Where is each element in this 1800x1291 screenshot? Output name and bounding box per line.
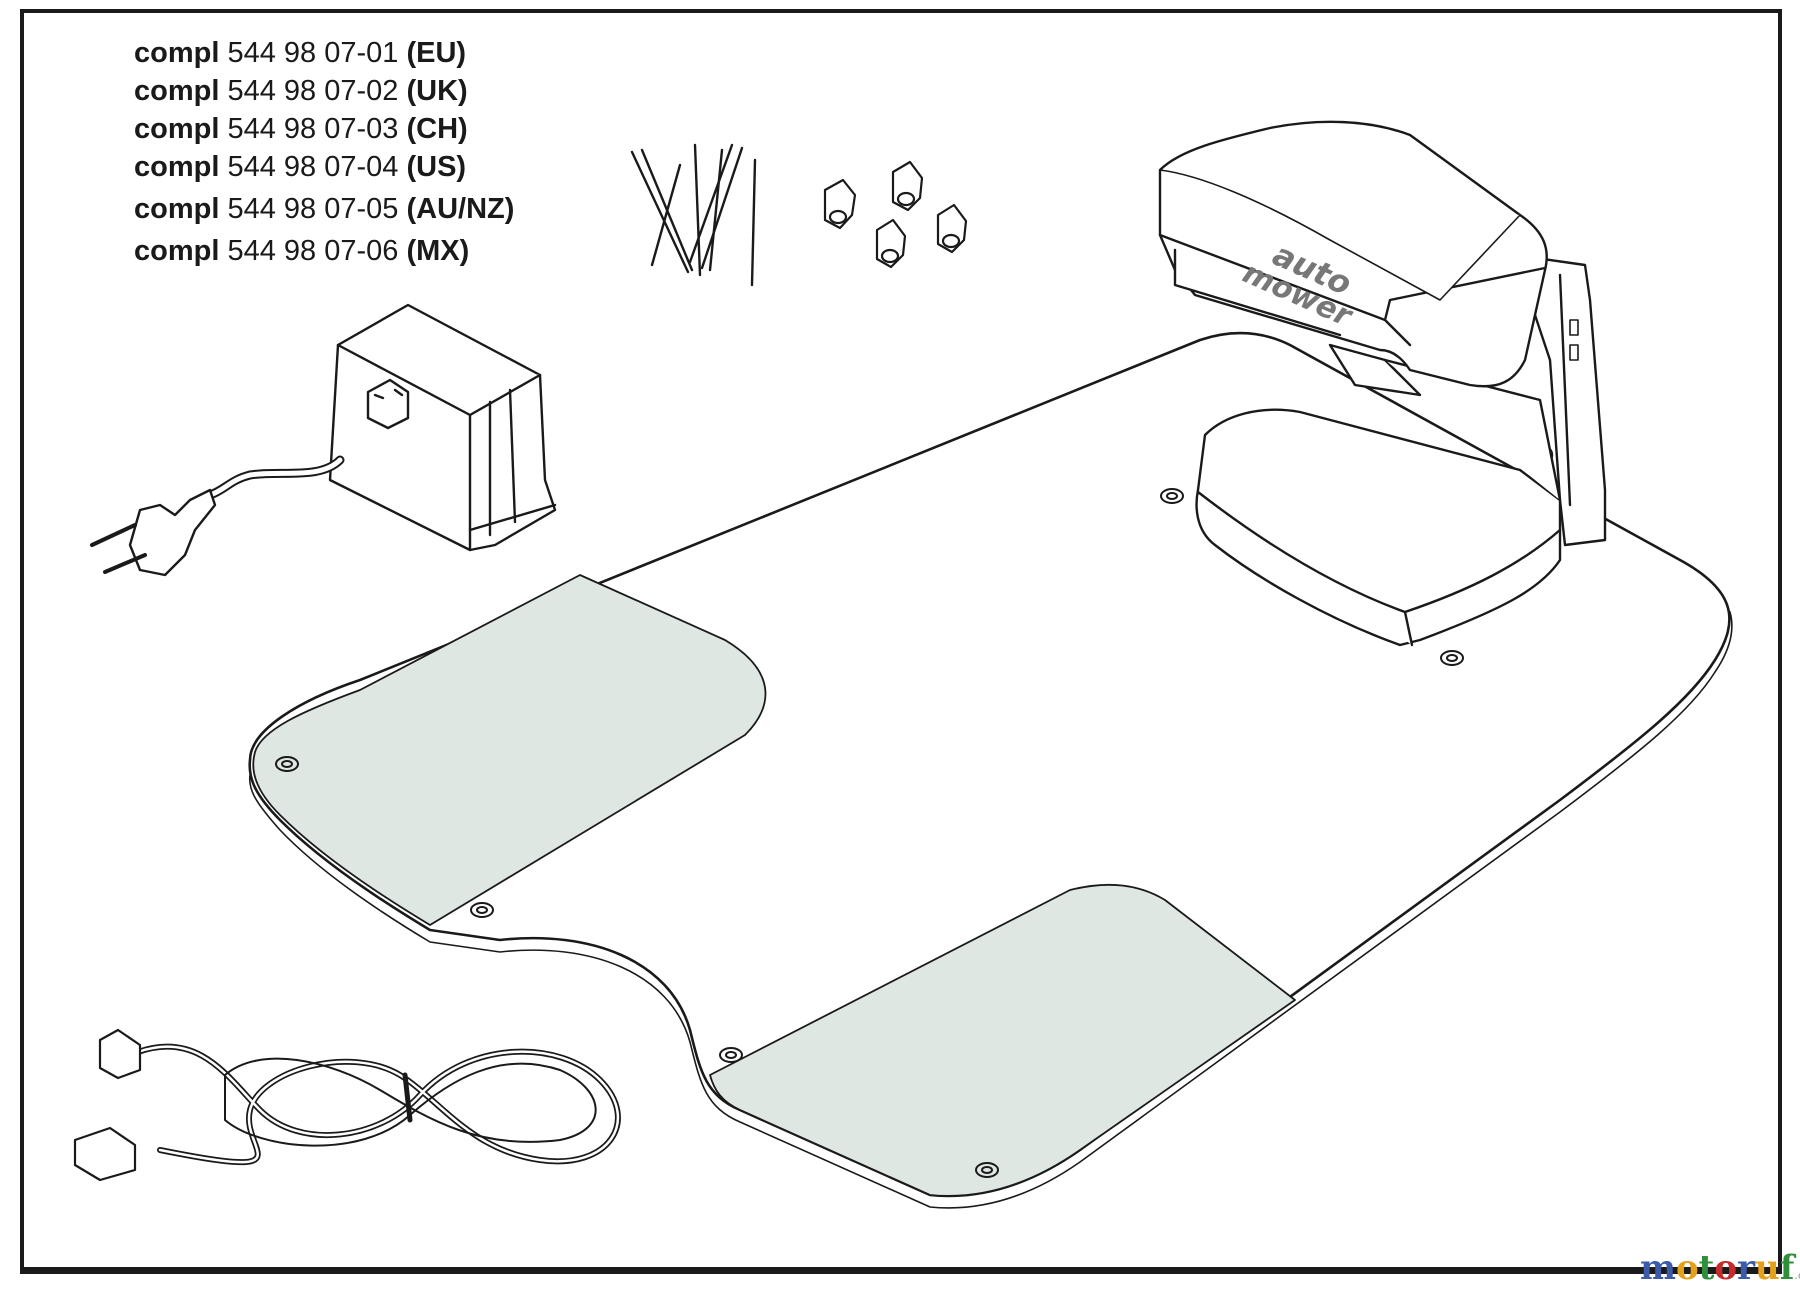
drawing-frame [20,9,1782,1271]
part-prefix: compl [134,113,220,145]
part-region: (CH) [406,113,468,145]
part-row: compl 544 98 07-06 (MX) [134,232,514,270]
part-number: 544 98 07-04 [227,151,399,183]
part-number-list: compl 544 98 07-01 (EU) compl 544 98 07-… [134,34,514,270]
part-region: (AU/NZ) [406,193,515,225]
part-row: compl 544 98 07-04 (US) [134,148,514,186]
wire-connectors [823,160,968,269]
part-region: (MX) [406,235,470,267]
part-row: compl 544 98 07-03 (CH) [134,110,514,148]
power-supply-transformer [90,303,557,577]
part-number: 544 98 07-03 [227,113,399,145]
right-shaded-pad [709,883,1296,1197]
part-prefix: compl [134,75,220,107]
watermark-letter: m [1640,1248,1676,1288]
watermark-letter: r [1737,1248,1755,1288]
part-prefix: compl [134,193,220,225]
part-number: 544 98 07-05 [227,193,399,225]
part-prefix: compl [134,151,220,183]
watermark-letter: t [1698,1248,1715,1288]
part-number: 544 98 07-02 [227,75,399,107]
part-row: compl 544 98 07-05 (AU/NZ) [134,190,514,228]
part-row: compl 544 98 07-02 (UK) [134,72,514,110]
part-region: (UK) [406,75,468,107]
screw-hole [470,902,494,918]
screw-hole [275,756,299,772]
low-voltage-cable [73,1028,621,1182]
bottom-rule [20,1271,1782,1274]
part-prefix: compl [134,235,220,267]
boundary-wire-pegs [630,143,757,287]
watermark-letter: o [1714,1248,1738,1288]
part-region: (US) [406,151,467,183]
screw-hole [719,1047,743,1063]
watermark-letter: f [1779,1248,1795,1288]
part-prefix: compl [134,37,220,69]
part-region: (EU) [406,37,467,69]
left-shaded-pad [252,574,767,926]
screw-hole [1160,488,1184,504]
part-row: compl 544 98 07-01 (EU) [134,34,514,72]
watermark-letter: u [1755,1248,1780,1288]
part-number: 544 98 07-06 [227,235,399,267]
part-number: 544 98 07-01 [227,37,399,69]
screw-hole [975,1162,999,1178]
charging-station: auto mower [1158,120,1607,647]
screw-hole [1440,650,1464,666]
watermark-suffix: .de [1794,1269,1800,1282]
watermark-letter: o [1675,1248,1699,1288]
site-watermark: motoruf.de [1640,1248,1800,1288]
